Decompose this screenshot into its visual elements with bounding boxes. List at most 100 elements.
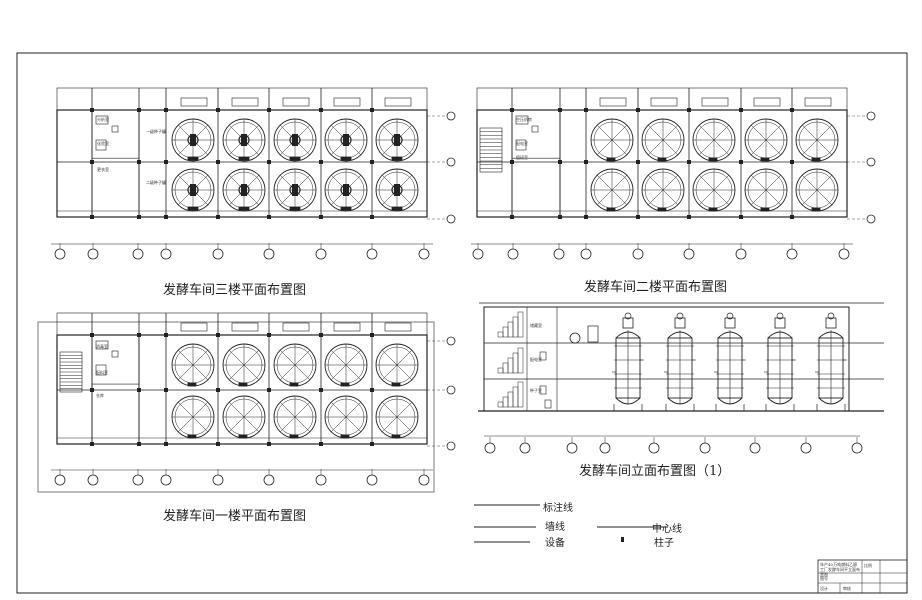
room-label: 化验室 [97,141,109,146]
sheet-border [16,52,908,594]
column [164,160,168,164]
fermenter-elevation [815,312,847,411]
row-axis-bubble [866,111,876,121]
tank-manway [340,206,352,211]
room-label: 种子室 [530,388,542,393]
column [370,215,374,219]
tank-manway [606,157,616,162]
agitator-drive [241,184,247,196]
roof-vent [701,97,729,107]
agitator-drive [292,184,298,196]
column [739,108,743,112]
row-axis-bubble [446,111,456,121]
equipment-box [111,350,119,358]
agitator-drive [190,184,196,196]
title-third-floor-plan: 发酵车间三楼平面布置图 [163,283,307,298]
tank-manway [187,156,199,161]
fermenter-elevation [764,312,796,411]
tank-manway [391,382,401,387]
equipment-box [539,351,547,361]
room-label: 分析室 [97,117,109,122]
roof-strip [56,87,428,111]
motor-cap [624,312,632,320]
pump [569,332,581,344]
tank-manway [289,382,299,387]
title-block-sheet: 图号 [820,576,828,581]
column [739,215,743,219]
column [584,108,588,112]
equipment-box [111,125,119,133]
title-block [817,559,908,594]
column [267,442,271,446]
service-room-block [91,109,140,218]
column [790,160,794,164]
column [216,108,220,112]
column [164,108,168,112]
elevation-view [478,302,884,454]
legend-graphics [474,504,668,543]
agitator-drive [241,134,247,146]
row-axis-bubble [446,336,456,346]
column [319,442,323,446]
tank-manway [391,206,403,211]
tank-manway [657,207,667,212]
room-label: 配料室 [96,370,108,375]
row-axis-bubble [446,385,456,395]
agitator-drive [394,184,400,196]
column [319,160,323,164]
room-label: 值班室 [516,155,528,160]
equipment-box [95,139,107,151]
column [319,108,323,112]
legend-column-symbol [621,537,624,542]
title-elevation: 发酵车间立面布置图（1） [579,464,731,479]
equipment-box [515,115,529,125]
site-boundary [37,321,435,493]
column [636,215,640,219]
row-axis-bubble [866,157,876,167]
column [790,108,794,112]
agitator-motor [674,317,686,329]
room-label: 仓库 [96,393,104,398]
equipment-box [515,139,527,151]
room-label: 储藏室 [530,323,542,328]
roof-vent [753,97,781,107]
equipment-box [544,399,552,409]
title-second-floor-plan: 发酵车间二楼平面布置图 [584,280,728,295]
column [370,442,374,446]
title-first-floor-plan: 发酵车间一楼平面布置图 [163,509,307,524]
tank-manway [708,157,718,162]
column [164,333,168,337]
tank-manway [289,156,301,161]
column [267,388,271,392]
roof-strip [56,312,428,336]
room-label: 空压机房 [516,117,532,122]
room-label: 配电室 [530,357,542,362]
legend-column-label: 柱子 [654,538,674,549]
column [739,160,743,164]
fermenter-elevation [714,312,746,411]
column [584,215,588,219]
room-label: 一级种子罐 [146,129,166,134]
title-block-name: 年产40万吨燃料乙醇工厂发酵车间平立面布置图 [820,562,860,577]
column [319,333,323,337]
roof-vent [650,97,678,107]
equipment-box [539,385,547,395]
stair-step [517,347,524,374]
column [319,215,323,219]
tank-manway [760,157,770,162]
tank-manway [657,157,667,162]
column [164,215,168,219]
fermenter-elevation [612,312,644,411]
column [267,333,271,337]
column [370,160,374,164]
roof-vent [333,97,361,107]
row-axis-bubble [446,441,456,451]
roof-vent [231,322,259,332]
fermenter-elevation [664,312,696,411]
column [636,108,640,112]
agitator-drive [343,184,349,196]
column [370,388,374,392]
roof-vent [231,97,259,107]
legend-equipment-label: 设备 [545,538,565,549]
